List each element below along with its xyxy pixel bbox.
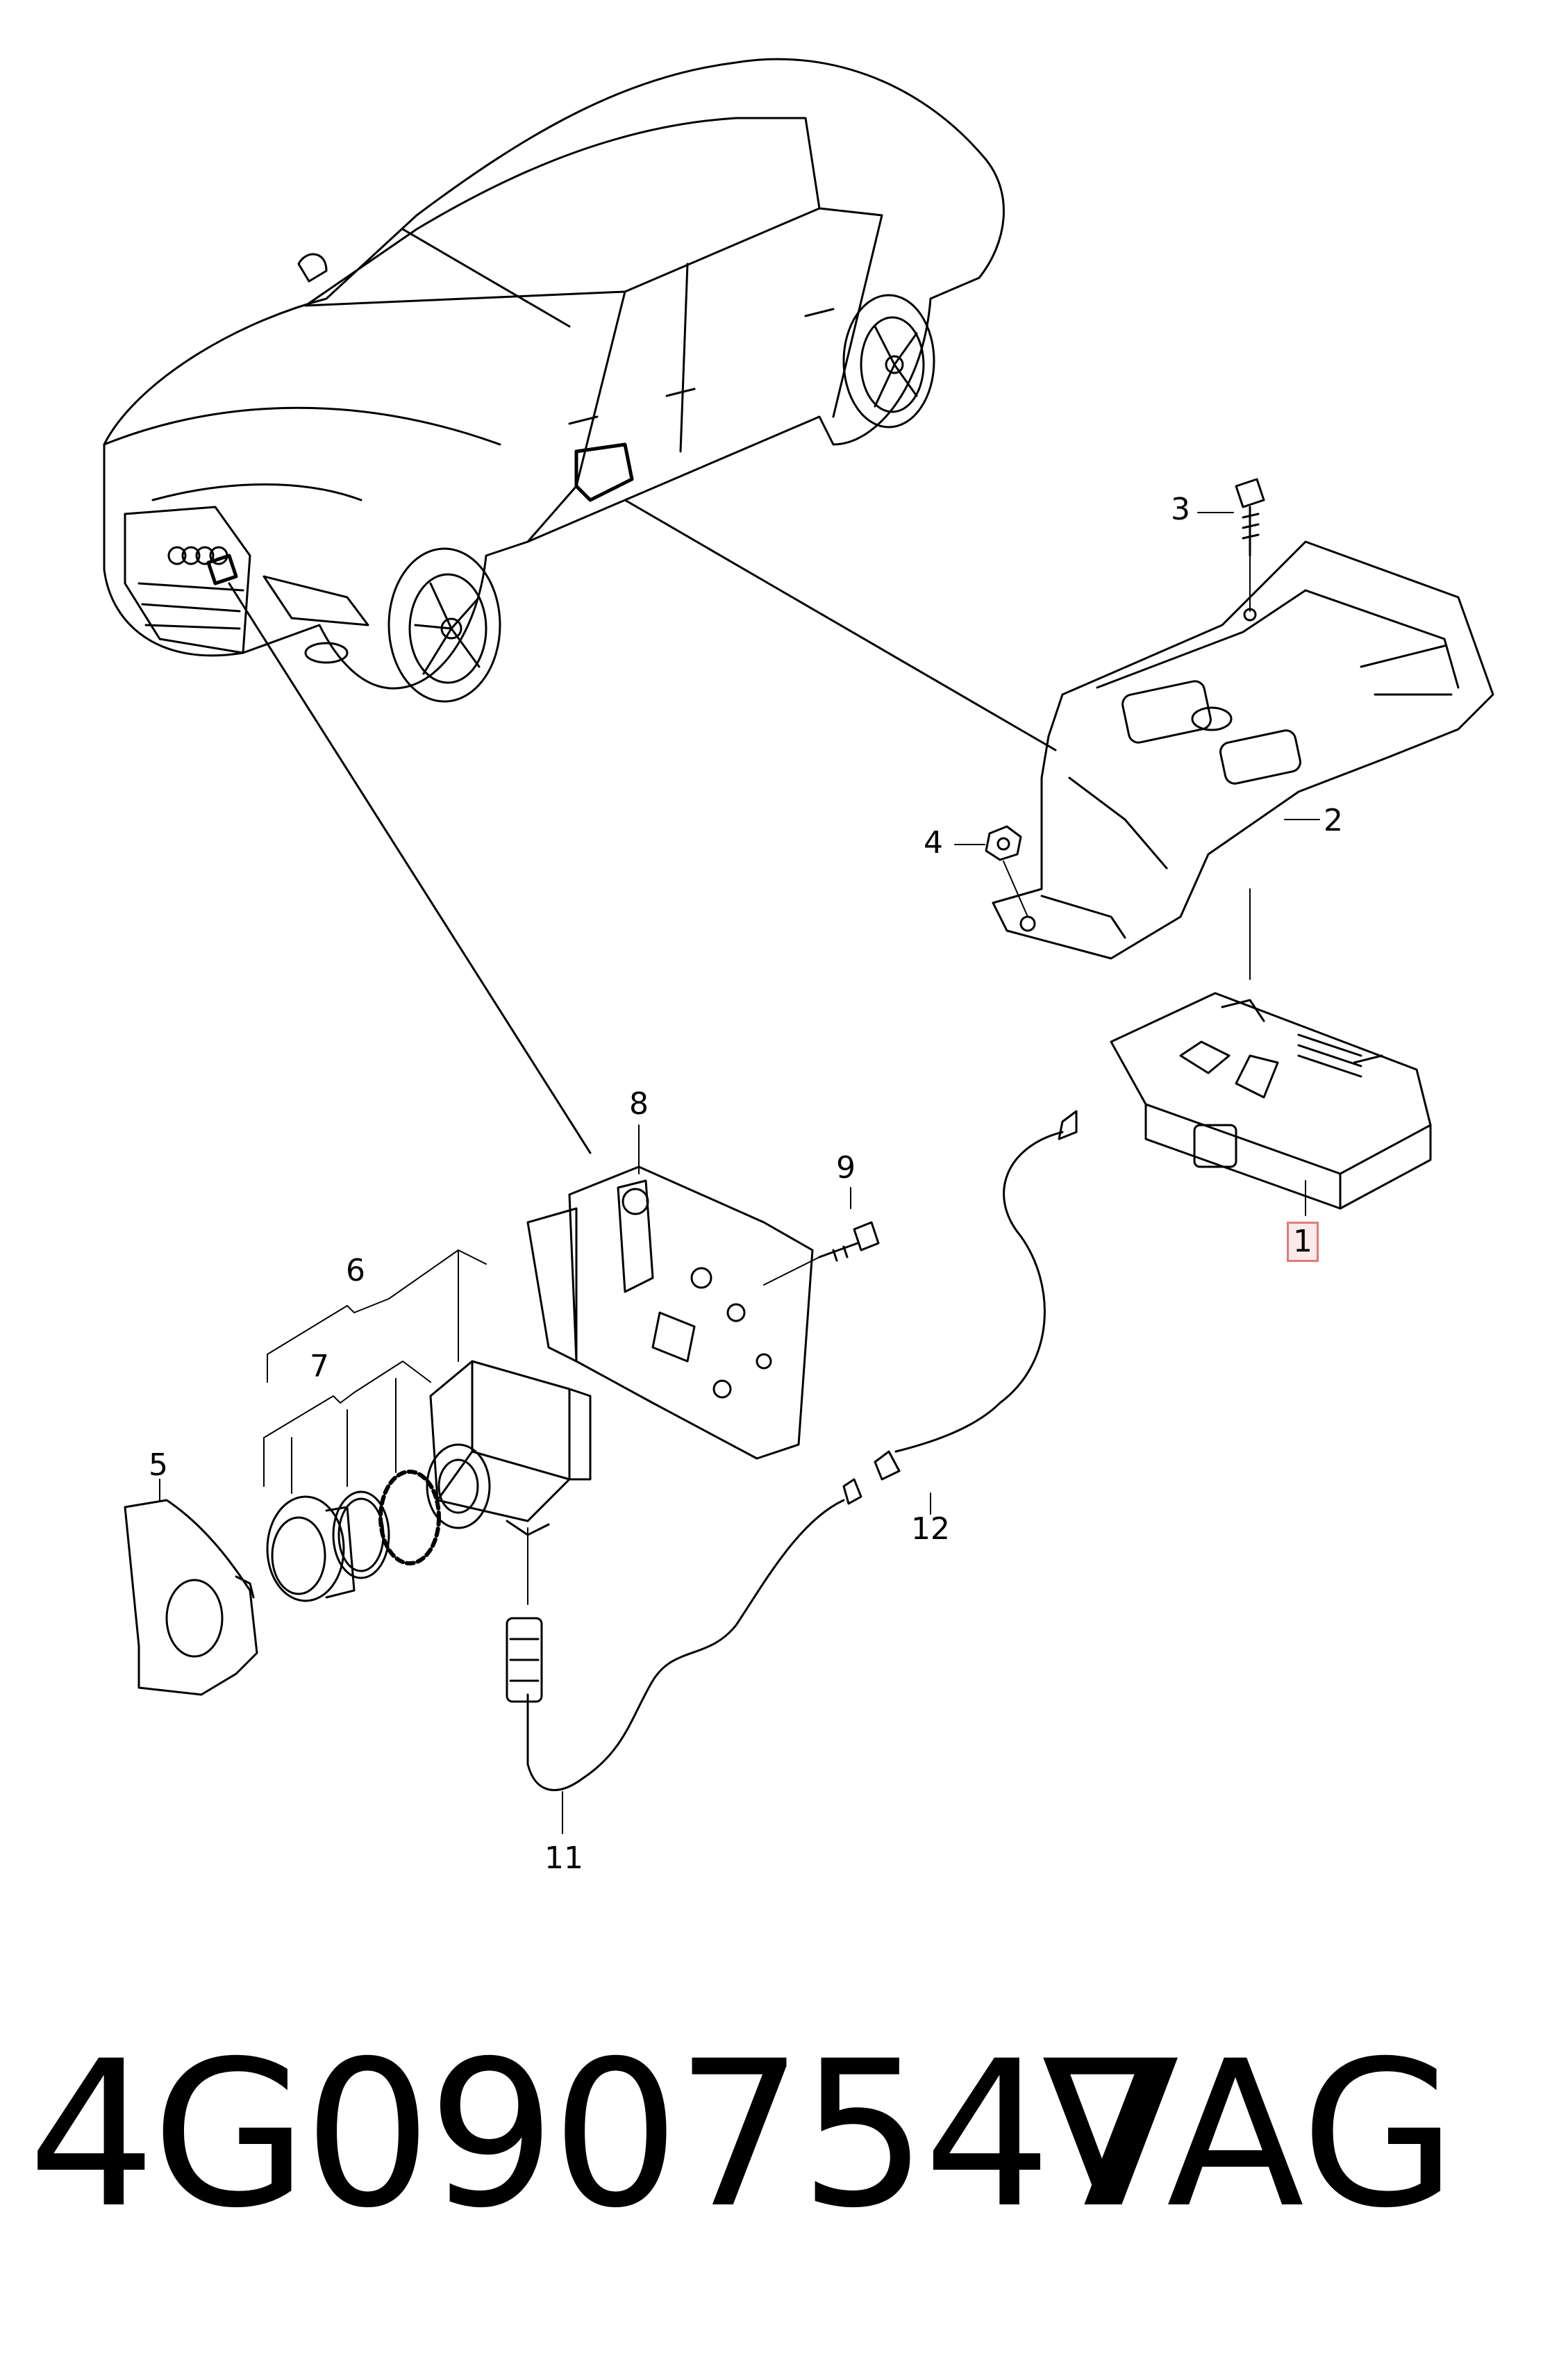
control-module — [1110, 992, 1432, 1216]
mounting-bracket — [992, 540, 1494, 960]
callout-4: 4 — [924, 825, 943, 861]
callout-1-highlighted[interactable]: 1 — [1287, 1222, 1319, 1262]
brand-name: VAG — [1042, 2018, 1457, 2252]
callout-11: 11 — [544, 1840, 583, 1876]
seal-rings-7 — [266, 1470, 441, 1602]
camera-bracket-8 — [526, 1124, 814, 1460]
cable-11 — [506, 1478, 862, 1834]
callout-12: 12 — [911, 1511, 950, 1547]
leader-line-door — [624, 499, 1057, 751]
callout-2: 2 — [1324, 803, 1343, 838]
trim-cover-5 — [124, 1479, 258, 1696]
callout-9: 9 — [836, 1150, 856, 1186]
callout-3: 3 — [1171, 492, 1190, 527]
cable-12 — [874, 1110, 1078, 1515]
bolt-9 — [763, 1187, 880, 1286]
callout-8: 8 — [629, 1086, 649, 1122]
nut-4 — [954, 825, 1028, 917]
callout-6: 6 — [346, 1253, 365, 1288]
part-number: 4G0907547 — [28, 2018, 1176, 2252]
camera-6 — [426, 1360, 592, 1536]
callout-7: 7 — [310, 1349, 329, 1384]
car-illustration — [103, 58, 1005, 703]
screw-3 — [1197, 478, 1265, 612]
leader-line-grille — [228, 582, 592, 1154]
callout-5: 5 — [149, 1447, 168, 1483]
